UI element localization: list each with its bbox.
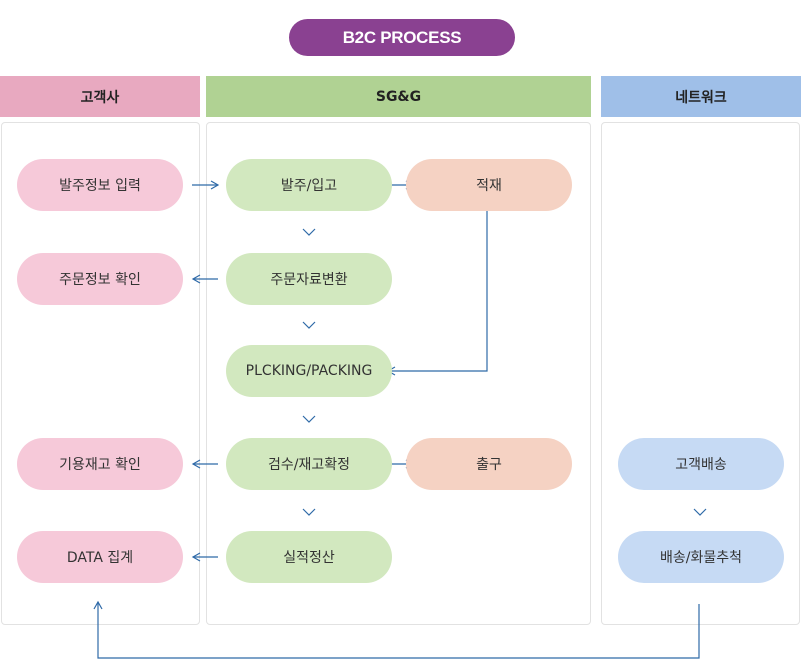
chevron-down-icon <box>302 508 316 516</box>
diagram-title: B2C PROCESS <box>289 19 515 56</box>
node-stock-check: 기용재고 확인 <box>17 438 183 490</box>
chevron-down-icon <box>693 508 707 516</box>
node-customer-delivery: 고객배송 <box>618 438 784 490</box>
chevron-down-icon <box>302 321 316 329</box>
chevron-down-icon <box>302 228 316 236</box>
chevron-down-icon <box>302 415 316 423</box>
arrow-tracking-to-data <box>93 600 700 659</box>
arrow-loading-to-picking <box>386 206 488 376</box>
node-order-input: 발주정보 입력 <box>17 159 183 211</box>
network-column-header: 네트워크 <box>601 76 801 117</box>
node-data-aggregation: DATA 집계 <box>17 531 183 583</box>
node-inspection: 검수/재고확정 <box>226 438 392 490</box>
node-picking-packing: PLCKING/PACKING <box>226 345 392 397</box>
node-order-check: 주문정보 확인 <box>17 253 183 305</box>
node-order-conversion: 주문자료변환 <box>226 253 392 305</box>
node-settlement: 실적정산 <box>226 531 392 583</box>
sgg-column-header: SG&G <box>206 76 591 117</box>
node-loading: 적재 <box>406 159 572 211</box>
customer-column-header: 고객사 <box>0 76 200 117</box>
node-shipping: 출구 <box>406 438 572 490</box>
node-receiving: 발주/입고 <box>226 159 392 211</box>
node-delivery-tracking: 배송/화물추척 <box>618 531 784 583</box>
